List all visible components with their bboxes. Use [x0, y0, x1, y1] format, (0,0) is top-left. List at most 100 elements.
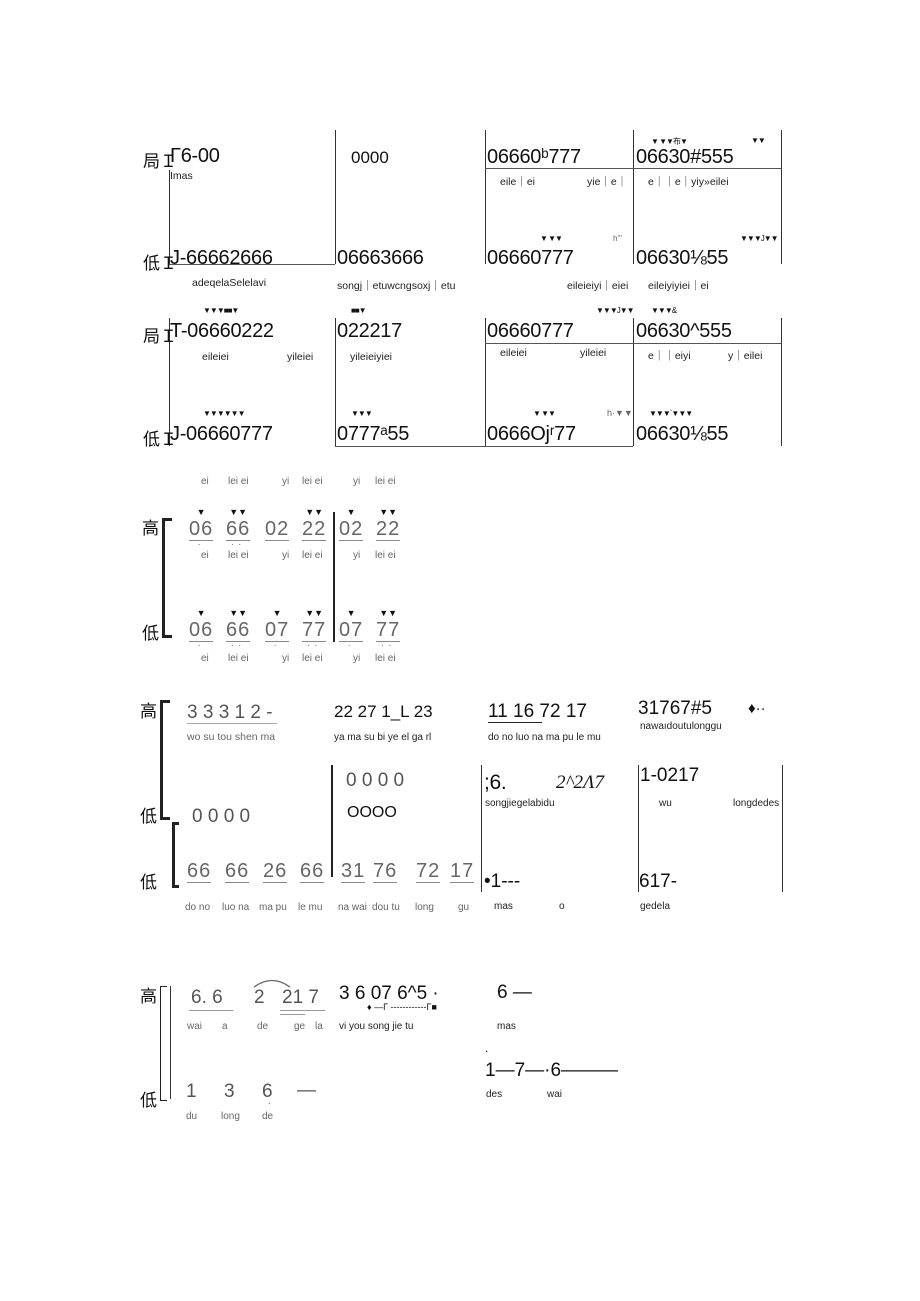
note-group: ▼06·: [189, 507, 214, 550]
lyrics: y｜eilei: [728, 350, 763, 362]
accent-marks: ▼▼▼▼▼▼: [203, 409, 246, 418]
lyrics: adeqelaSelelavi: [192, 277, 267, 289]
staff-line: [169, 264, 335, 265]
lyrics: yileiei: [580, 347, 607, 359]
system-bracket: [172, 822, 179, 888]
notation-cell: 0666Ojʳ77: [487, 423, 576, 445]
note-group: 66: [225, 860, 250, 883]
notation-mark: ♦ —Γ ------------Γ■: [367, 1002, 437, 1012]
note-group: 72: [416, 860, 441, 883]
beam: [488, 722, 542, 723]
lyrics: wai: [547, 1089, 563, 1100]
note-group: ▼▼77··: [376, 608, 401, 651]
lyrics: lei ei: [302, 550, 323, 561]
lyrics: yileiei: [287, 351, 314, 363]
notation-cell: 06630#555: [636, 146, 734, 168]
lyrics: lei ei: [228, 653, 249, 664]
lyrics: mas: [497, 1021, 516, 1032]
lyrics: songj｜etuwcngsoxj｜etu: [337, 280, 456, 292]
lyrics: lei ei: [302, 476, 323, 487]
notation-measure: 21 7: [282, 987, 319, 1008]
lyrics: yie｜e｜: [587, 176, 628, 188]
lyrics: ya ma su bi ye el ga rl: [334, 732, 432, 743]
accent-marks: h''': [613, 234, 623, 243]
lyrics: lei ei: [228, 550, 249, 561]
label-low: 低: [140, 873, 157, 892]
notation-measure: 2^2Λ7: [556, 772, 604, 793]
lyrics: lei ei: [375, 653, 396, 664]
notation-measure: —: [297, 1080, 316, 1101]
notation-cell: 022217: [337, 320, 402, 342]
label-low: 低Ｉ: [143, 254, 177, 273]
note-group: 76: [373, 860, 398, 883]
note-group: ▼▼22: [302, 507, 327, 541]
lyrics: longdedes: [733, 798, 780, 809]
label-low: 低Ｉ: [143, 430, 177, 449]
lyrics: du: [186, 1111, 198, 1122]
lyrics: na wai: [338, 902, 367, 913]
bar-line: [169, 170, 170, 264]
bar-line: [782, 765, 783, 892]
system-bracket: [162, 518, 172, 638]
lyrics: lei ei: [375, 476, 396, 487]
lyrics: long: [415, 902, 434, 913]
accent-marks: ■■▼: [351, 306, 367, 315]
notation-measure: 6 —: [497, 982, 532, 1003]
notation-measure: 22 27 1_L 23: [334, 702, 433, 721]
lyrics: eileiyiyiei｜ei: [648, 280, 709, 292]
lyrics: yi: [353, 476, 361, 487]
accent-marks: ▼▼▼J▼▼: [596, 306, 635, 315]
beam: [280, 1010, 325, 1011]
beam: [187, 723, 277, 724]
lower-dot: ·: [268, 1098, 271, 1108]
note-group: ▼06·: [189, 608, 214, 651]
bar-line: [638, 765, 639, 892]
note-group: ▼▼66··: [226, 608, 251, 651]
note-group: 26: [263, 860, 288, 883]
note-group: ▼▼66··: [226, 507, 251, 550]
note-group: 17: [450, 860, 475, 883]
notation-measure: OOOO: [347, 804, 397, 821]
lyrics: de: [262, 1111, 274, 1122]
bar-line: [335, 318, 336, 446]
note-group: ▼07·: [265, 608, 290, 651]
notation-measure: 3 3 3 1 2 -: [187, 702, 273, 723]
notation-cell: 06630⅛55: [636, 423, 729, 445]
label-low: 低: [140, 1091, 157, 1110]
beam: [189, 1010, 233, 1011]
lyrics: yi: [282, 550, 290, 561]
lyrics: o: [559, 901, 565, 912]
lyrics: ei: [201, 653, 209, 664]
accent-marks: ▼ ▼▼: [540, 234, 563, 243]
lyrics: vi you song jie tu: [339, 1021, 414, 1032]
lyrics: la: [315, 1021, 323, 1032]
notation-measure: 31767#5: [638, 698, 712, 719]
bar-line: [481, 765, 482, 892]
notation-cell: 06630⅛55: [636, 247, 729, 269]
beam: [280, 1014, 305, 1015]
notation-measure: 2: [254, 987, 265, 1008]
note-group: 66: [187, 860, 212, 883]
lyrics: eile｜ei: [500, 176, 536, 188]
bar-line: [633, 318, 634, 446]
lyrics: wu: [659, 798, 672, 809]
accent-marks: h·▼▼: [607, 408, 633, 418]
notation-measure: 1-0217: [640, 765, 700, 786]
lyrics: yi: [282, 476, 290, 487]
lyrics: a: [222, 1021, 228, 1032]
notation-cell: 06660ᵇ777: [487, 146, 581, 168]
accent-marks: ▼▼▼`▼▼▼: [649, 409, 693, 418]
notation-measure: 3: [224, 1081, 235, 1102]
lyrics: yi: [282, 653, 290, 664]
notation-measure: 6: [262, 1081, 273, 1102]
notation-mark: ♦··: [748, 700, 766, 717]
notation-cell: 06663666: [337, 247, 424, 269]
lyrics: do no: [185, 902, 211, 913]
note-group: 31: [341, 860, 366, 883]
label-low: 低: [142, 624, 159, 643]
notation-measure: ;6.: [484, 771, 507, 794]
label-high: 高: [140, 702, 157, 721]
lyrics: nawaıdoutulonggu: [640, 721, 722, 732]
bar-line: [335, 130, 336, 264]
lyrics: ei: [201, 476, 209, 487]
